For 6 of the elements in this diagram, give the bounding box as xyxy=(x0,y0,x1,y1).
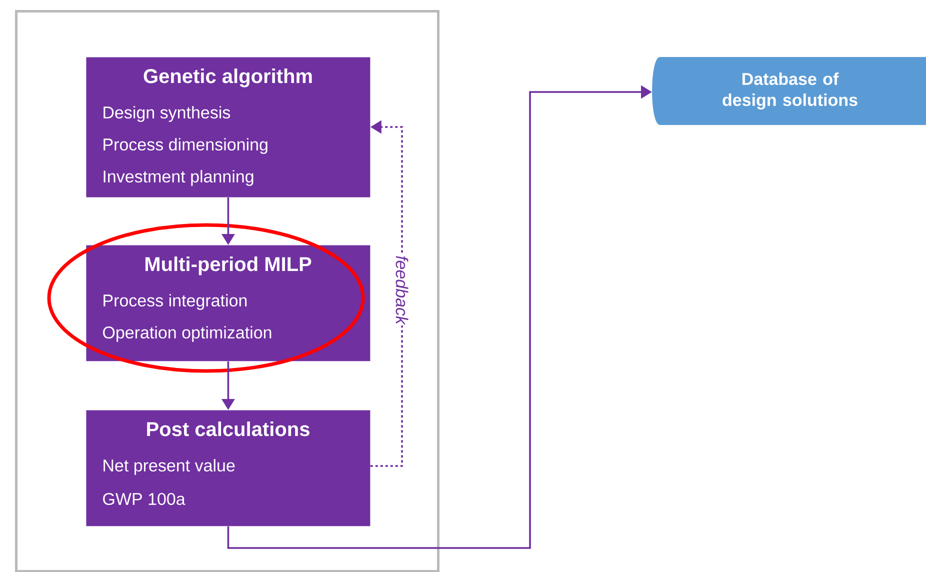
process-box: Multi-period MILP Process integration Operation optimization xyxy=(86,245,370,362)
edge-label: feedback xyxy=(394,254,410,326)
database-box: Database of design solutions xyxy=(652,57,926,125)
process-box: Genetic algorithm Design synthesis Process dimensioning Investment planning xyxy=(86,57,370,198)
frame-box xyxy=(15,10,440,572)
process-box: Post calculations Net present value GWP 100a xyxy=(86,410,370,526)
